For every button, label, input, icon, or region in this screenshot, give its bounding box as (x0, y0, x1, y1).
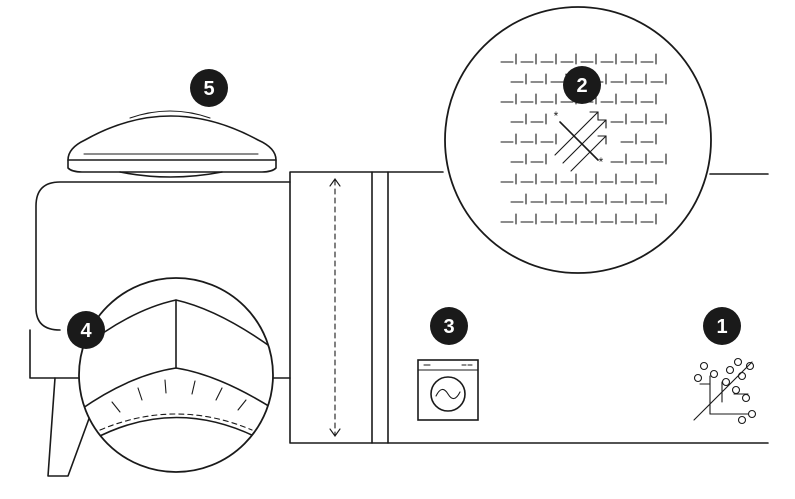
counter-edge-magnifier (78, 277, 274, 473)
badge-label-5: 5 (203, 78, 214, 100)
ceiling-dome-device (67, 110, 277, 178)
callout-badge-5: 5 (190, 69, 228, 107)
svg-text:*: * (554, 109, 559, 123)
callout-badge-4: 4 (67, 311, 105, 349)
network-icon (693, 357, 757, 425)
diagonal-arrows-icon: * * (554, 109, 607, 172)
badge-label-1: 1 (716, 316, 727, 338)
badge-label-3: 3 (443, 316, 454, 338)
washing-machine-icon (417, 359, 479, 421)
door-panel (289, 171, 769, 444)
badge-label-4: 4 (80, 320, 92, 342)
svg-text:*: * (599, 155, 604, 169)
callout-badge-3: 3 (430, 307, 468, 345)
wall-texture-magnifier: * * (444, 6, 712, 274)
callout-badge-2: 2 (563, 66, 601, 104)
callout-badge-1: 1 (703, 307, 741, 345)
badge-label-2: 2 (576, 75, 587, 97)
